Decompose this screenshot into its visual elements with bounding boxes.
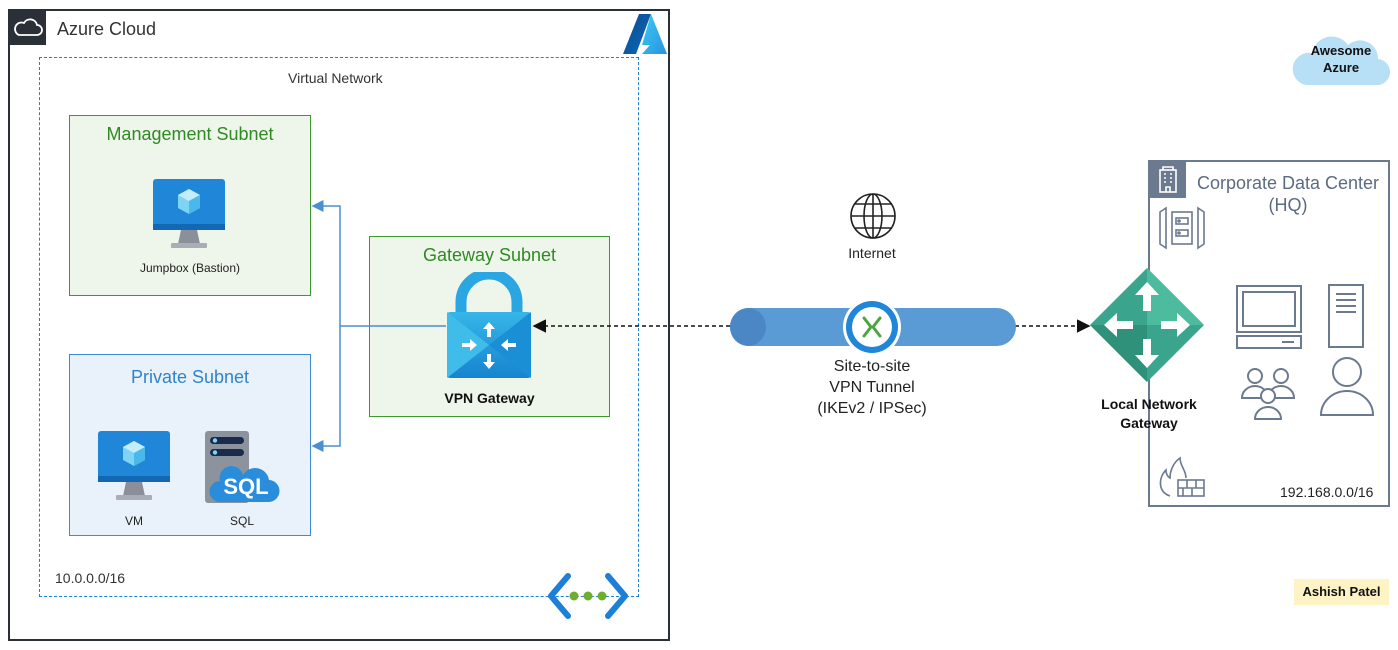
virtual-network-cidr: 10.0.0.0/16 bbox=[55, 570, 126, 586]
private-subnet-title: Private Subnet bbox=[130, 367, 250, 387]
virtual-network-icon bbox=[548, 573, 628, 619]
building-icon bbox=[1150, 162, 1186, 198]
users-group-icon bbox=[1240, 368, 1296, 420]
corporate-dc-title-line2: (HQ) bbox=[1268, 195, 1308, 215]
vm-icon bbox=[98, 431, 170, 500]
globe-icon bbox=[850, 193, 896, 239]
local-network-gateway-label-line2: Gateway bbox=[1120, 415, 1178, 431]
user-icon bbox=[1319, 357, 1375, 416]
sql-icon-text: SQL bbox=[223, 474, 269, 499]
server-rack-icon bbox=[1159, 206, 1205, 250]
vpn-tunnel-icon bbox=[730, 298, 1016, 356]
azure-cloud-container bbox=[8, 9, 670, 641]
management-subnet: Management Subnet bbox=[69, 115, 311, 296]
virtual-network-boundary bbox=[39, 57, 639, 597]
vm-label: VM bbox=[125, 514, 143, 528]
internet-label: Internet bbox=[848, 245, 896, 261]
awesome-azure-cloud-badge bbox=[1292, 36, 1390, 86]
virtual-network-label: Virtual Network bbox=[288, 70, 383, 86]
azure-logo-icon bbox=[623, 14, 667, 54]
tunnel-label-line1: Site-to-site bbox=[833, 358, 911, 375]
sql-server-icon bbox=[205, 431, 280, 503]
vpn-gateway-label: VPN Gateway bbox=[444, 390, 535, 406]
tunnel-label-line2: VPN Tunnel bbox=[829, 379, 915, 396]
sql-label: SQL bbox=[229, 514, 254, 528]
jumpbox-label: Jumpbox (Bastion) bbox=[139, 261, 241, 275]
gateway-subnet-title: Gateway Subnet bbox=[422, 245, 557, 265]
tunnel-label-line3: (IKEv2 / IPSec) bbox=[817, 400, 927, 417]
local-network-gateway-label-line1: Local Network bbox=[1101, 396, 1197, 412]
local-network-gateway-icon bbox=[1090, 268, 1204, 382]
vpn-gateway-icon bbox=[447, 272, 531, 378]
desktop-computer-icon bbox=[1236, 285, 1302, 349]
firewall-icon bbox=[1159, 456, 1205, 497]
azure-cloud-title: Azure Cloud bbox=[57, 19, 157, 39]
corporate-dc-cidr: 192.168.0.0/16 bbox=[1280, 484, 1374, 500]
awesome-azure-line1: Awesome bbox=[1310, 43, 1372, 58]
author-badge: Ashish Patel bbox=[1294, 579, 1389, 605]
server-tower-icon bbox=[1328, 284, 1364, 348]
awesome-azure-line2: Azure bbox=[1322, 60, 1360, 75]
corporate-dc-title-line1: Corporate Data Center bbox=[1196, 173, 1380, 193]
cloud-icon bbox=[10, 11, 46, 45]
jumpbox-vm-icon bbox=[153, 179, 225, 248]
management-subnet-title: Management Subnet bbox=[106, 124, 274, 144]
